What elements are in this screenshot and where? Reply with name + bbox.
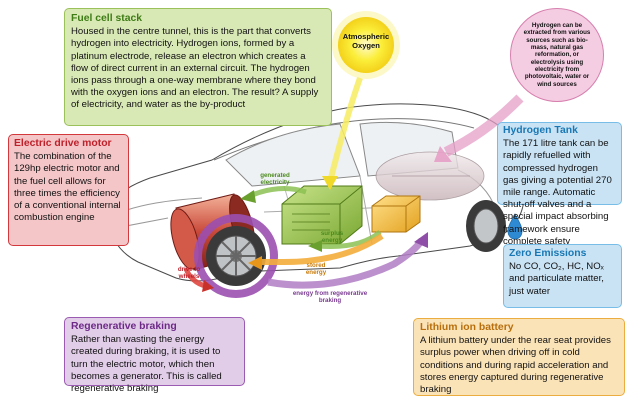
lithium-battery-body: A lithium battery under the rear seat pr… (420, 335, 611, 396)
zero-emissions-title: Zero Emissions (509, 248, 587, 259)
hydrogen-tank-callout: Hydrogen Tank The 171 litre tank can be … (497, 122, 622, 247)
oxygen-flow-arrow (322, 77, 363, 190)
front-wheel-icon (194, 214, 278, 298)
electric-motor-title: Electric drive motor (14, 138, 112, 149)
rear-wheel-icon (466, 200, 506, 252)
generated-electricity-label: generated electricity (260, 172, 290, 187)
regen-braking-callout: Regenerative braking Rather than wasting… (64, 317, 245, 394)
hydrogen-source-text: Hydrogen can be extracted from various s… (523, 22, 591, 88)
hydrogen-tank-title: Hydrogen Tank (503, 125, 578, 136)
electric-motor-body: The combination of the 129hp electric mo… (14, 151, 121, 224)
oxygen-label: Atmospheric Oxygen (342, 32, 390, 50)
surplus-energy-label: surplus energy (320, 230, 344, 245)
lithium-battery-callout: Lithium ion battery A lithium battery un… (413, 318, 625, 396)
drive-to-wheels-label: drive to wheels (177, 266, 201, 281)
drive-to-wheels-arrow (183, 267, 214, 292)
regen-braking-body: Rather than wasting the energy created d… (71, 334, 222, 395)
stored-energy-label: stored energy (305, 262, 327, 277)
hydrogen-tank-body: The 171 litre tank can be rapidly refuel… (503, 138, 612, 247)
water-droplet-icon (507, 213, 523, 240)
oxygen-sun-icon (332, 11, 400, 79)
generated-electricity-arrow (240, 186, 307, 203)
fuel-cell-callout: Fuel cell stack Housed in the centre tun… (64, 8, 332, 126)
fuel-cell-body: Housed in the centre tunnel, this is the… (71, 26, 319, 111)
zero-emissions-callout: Zero Emissions No CO, CO₂, HC, NOₓ and p… (503, 244, 622, 308)
regen-energy-label: energy from regenerative braking (292, 290, 368, 305)
hydrogen-source-bubble: Hydrogen can be extracted from various s… (510, 8, 604, 102)
regen-energy-arrow (267, 232, 428, 289)
hydrogen-tank-icon (375, 151, 485, 201)
fuel-cell-title: Fuel cell stack (71, 13, 143, 24)
lithium-battery-icon (371, 195, 421, 233)
stored-energy-arrow (248, 233, 384, 270)
fuel-cell-stack-icon (281, 185, 363, 245)
electric-motor-callout: Electric drive motor The combination of … (8, 134, 129, 246)
hydrogen-flow-arrow (434, 94, 524, 162)
zero-emissions-body: No CO, CO₂, HC, NOₓ and particulate matt… (509, 261, 604, 297)
regen-braking-title: Regenerative braking (71, 321, 177, 332)
lithium-battery-title: Lithium ion battery (420, 322, 514, 333)
surplus-energy-arrow (308, 230, 382, 252)
